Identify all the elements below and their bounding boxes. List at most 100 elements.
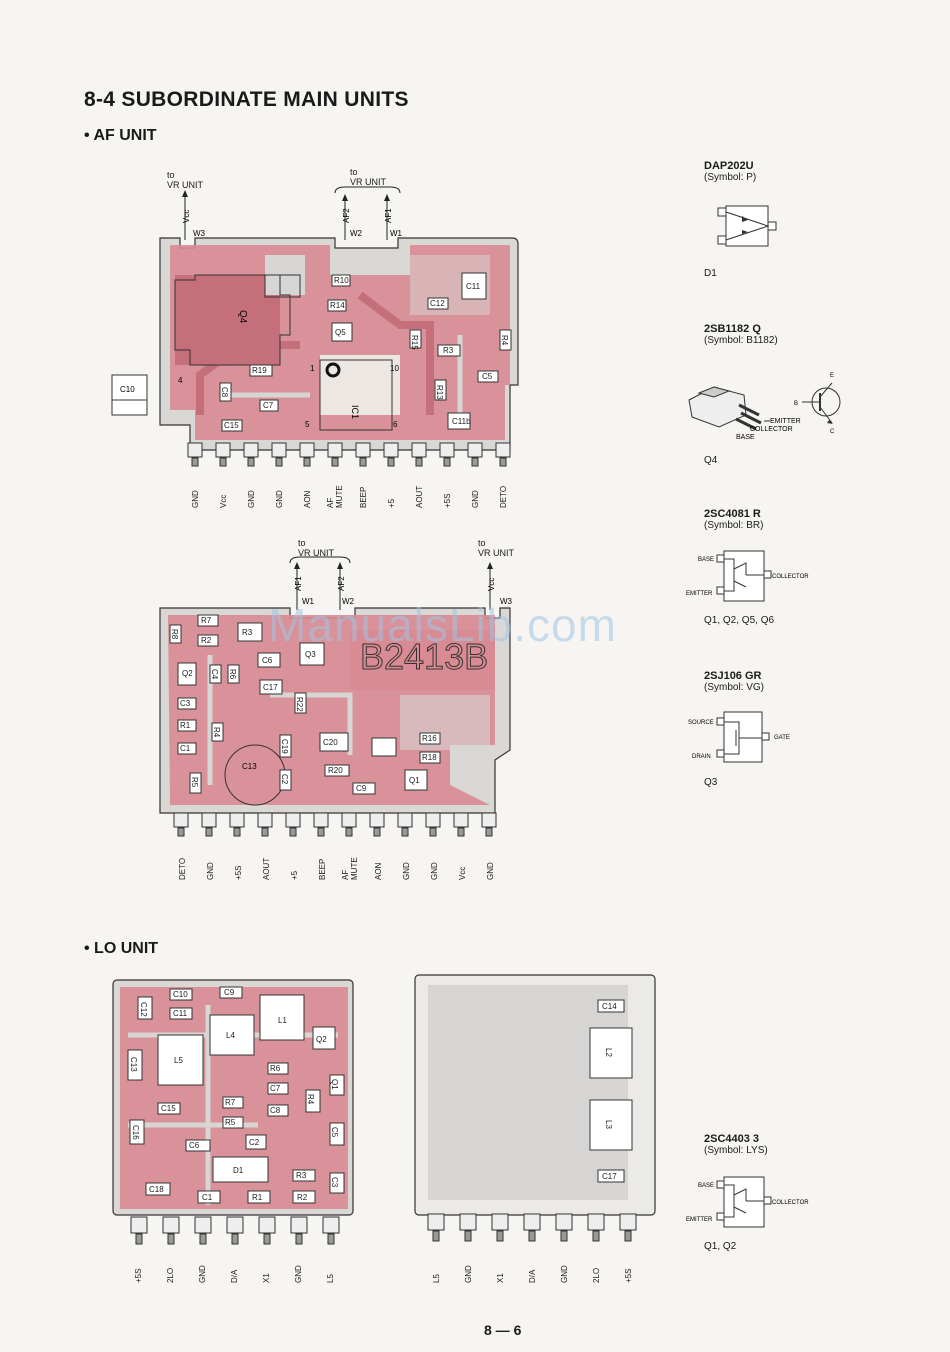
- pin-label: +5S: [443, 493, 452, 508]
- part-number: 2SC4081 R: [704, 508, 761, 520]
- part: Q2: [182, 669, 193, 678]
- part: R7: [201, 616, 212, 625]
- part: C14: [602, 1002, 617, 1011]
- part: R5: [225, 1118, 236, 1127]
- pin-number: 6: [393, 420, 398, 429]
- wire-label: AF2: [337, 576, 346, 591]
- wire-id: W2: [350, 229, 363, 238]
- part: C1: [180, 744, 191, 753]
- pin-number: 4: [178, 376, 183, 385]
- part: C15: [224, 421, 239, 430]
- pin-label-drain: DRAIN: [692, 754, 711, 760]
- part: R3: [443, 346, 454, 355]
- part-number: 2SB1182 Q: [704, 323, 761, 335]
- af-board-1: Vcc AF2 AF1 W3 W2 W1 C10 IC1 4 1 10 5 6 …: [111, 186, 519, 467]
- component-ref: Q1, Q2, Q5, Q6: [704, 615, 775, 626]
- part: C13: [129, 1057, 138, 1072]
- part: C11: [173, 1009, 188, 1018]
- component-ref: Q1, Q2: [704, 1241, 737, 1252]
- pin-label: GND: [471, 490, 480, 508]
- component-2sj106: 2SJ106 GR (Symbol: VG): [704, 670, 764, 693]
- wire-label: AF2: [342, 208, 351, 223]
- part: L5: [174, 1056, 183, 1065]
- fet-package-icon: SOURCE DRAIN GATE: [688, 711, 790, 763]
- part: C5: [330, 1127, 339, 1138]
- part: R14: [330, 301, 345, 310]
- pin-label: BEEP: [359, 486, 368, 508]
- pin-label: DETO: [499, 485, 508, 508]
- part: R4: [306, 1094, 315, 1105]
- pin-label: GND: [486, 862, 495, 880]
- page-number: 8 — 6: [484, 1322, 522, 1338]
- wire-id: W1: [302, 597, 315, 606]
- pin-label: GND: [560, 1265, 569, 1283]
- pin-label: L5: [326, 1274, 335, 1283]
- part: Q2: [316, 1035, 327, 1044]
- part-symbol: (Symbol: VG): [704, 682, 765, 693]
- af-board-2: AF1 AF2 Vcc W1 W2 W3 C13 B2413B R8 R7 R2…: [159, 556, 513, 837]
- ic1-label: IC1: [350, 405, 360, 419]
- part: C20: [323, 738, 338, 747]
- part: C11b: [452, 417, 471, 426]
- term-e: E: [830, 373, 834, 379]
- pin-number: 10: [390, 364, 399, 373]
- board-marking: B2413B: [360, 636, 488, 677]
- part: C16: [131, 1125, 140, 1140]
- wire-id: W3: [193, 229, 206, 238]
- component-ref: Q3: [704, 777, 718, 788]
- part: C9: [356, 784, 367, 793]
- part: R4: [500, 335, 509, 346]
- pin-label: GND: [247, 490, 256, 508]
- pin-label: DETO: [178, 857, 187, 880]
- part: L2: [604, 1048, 613, 1057]
- component-2sc4403: 2SC4403 3 (Symbol: LYS): [704, 1133, 768, 1156]
- part: C3: [330, 1177, 339, 1188]
- part: Q5: [335, 328, 346, 337]
- part-symbol: (Symbol: BR): [704, 520, 764, 531]
- transistor-sot23-icon: BASE EMITTER COLLECTOR: [686, 550, 809, 602]
- part: C3: [180, 699, 191, 708]
- pin-label-emitter: EMITTER: [686, 591, 713, 597]
- part: R10: [334, 276, 349, 285]
- part: L1: [278, 1016, 287, 1025]
- pin-label: L5: [432, 1274, 441, 1283]
- lo-board-front: C12 C10 C9 C11 L4 L1 Q2 C13 L5 R6 C7 Q1 …: [112, 979, 354, 1245]
- part: R1: [180, 721, 191, 730]
- wire-label: AF1: [294, 576, 303, 591]
- part: C6: [189, 1141, 200, 1150]
- part: R2: [297, 1193, 308, 1202]
- part: C2: [280, 774, 289, 785]
- part: R6: [228, 669, 237, 680]
- pin-label: +5: [387, 498, 396, 508]
- board1-pads: [187, 442, 511, 467]
- part: Q1: [409, 776, 420, 785]
- component-dap202u: DAP202U (Symbol: P): [704, 160, 756, 183]
- part: C7: [270, 1084, 281, 1093]
- part: R16: [422, 734, 437, 743]
- pin-label-base: BASE: [736, 434, 755, 441]
- part-number: 2SJ106 GR: [704, 670, 762, 682]
- component-2sc4081: 2SC4081 R (Symbol: BR): [704, 508, 763, 531]
- pin-label: Vcc: [219, 494, 228, 508]
- component-ref: Q4: [704, 455, 718, 466]
- pin-number: 5: [305, 420, 310, 429]
- part: C11: [466, 282, 481, 291]
- pin-label: AON: [303, 490, 312, 508]
- pin-label: GND: [206, 862, 215, 880]
- part: R18: [422, 753, 437, 762]
- part-symbol: (Symbol: B1182): [704, 335, 778, 346]
- pin-label: AOUT: [262, 857, 271, 880]
- part: R19: [252, 366, 267, 375]
- part-symbol: (Symbol: LYS): [704, 1145, 768, 1156]
- component-2sb1182: 2SB1182 Q (Symbol: B1182): [704, 323, 778, 346]
- part: R5: [190, 777, 199, 788]
- part: R6: [270, 1064, 281, 1073]
- wire-label: AF1: [384, 208, 393, 223]
- pin-label: AOUT: [415, 485, 424, 508]
- part-number: DAP202U: [704, 160, 754, 172]
- part: D1: [233, 1166, 244, 1175]
- part: C7: [263, 401, 274, 410]
